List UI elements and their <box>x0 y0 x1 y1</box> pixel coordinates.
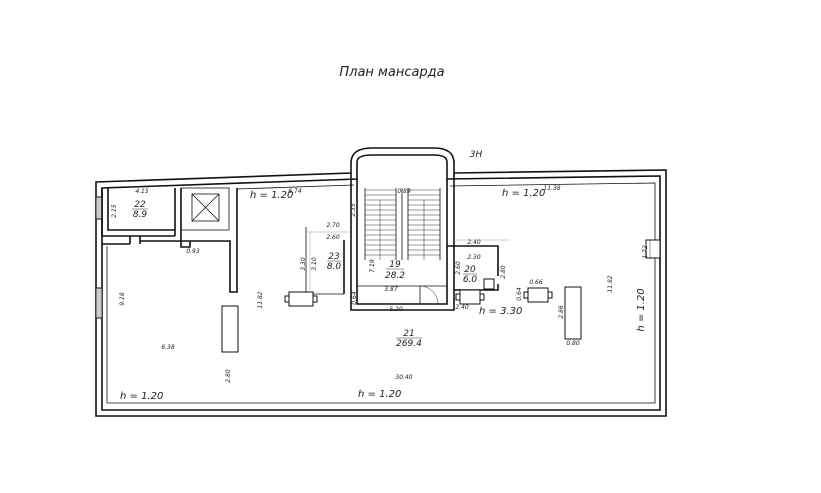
height-label-right: h = 1.20 <box>636 288 647 331</box>
room-19-area: 28.2 <box>385 271 405 281</box>
dim-089: 0.89 <box>397 188 411 195</box>
dim-387: 3.87 <box>384 286 398 293</box>
dim-260-a: 2.60 <box>326 234 340 241</box>
window-left-top <box>95 196 103 220</box>
dim-330: 3.30 <box>300 257 307 271</box>
dim-1182-left: 11.82 <box>257 291 264 308</box>
dim-260-b: 2.60 <box>455 261 462 275</box>
dimension-labels-vertical: 2.15 9.18 2.80 11.82 2.35 3.30 3.10 0.64… <box>111 203 649 383</box>
dim-235: 2.35 <box>350 203 357 217</box>
plan-title: План мансарда <box>339 65 444 80</box>
room-23-area: 8.0 <box>327 262 342 272</box>
height-label-top-right: h = 1.20 <box>502 188 545 199</box>
outer-walls <box>95 147 667 417</box>
height-label-small-room: h = 3.30 <box>479 306 522 317</box>
partition-walls-left <box>102 188 238 293</box>
dim-064: 0.64 <box>351 291 358 305</box>
dim-415: 4.15 <box>135 188 149 195</box>
column-left <box>221 305 239 353</box>
room-22-label: 22 8.9 <box>132 200 148 220</box>
dim-918: 9.18 <box>119 292 126 306</box>
room-19-number: 19 <box>389 260 401 270</box>
room-20-number: 20 <box>464 265 476 275</box>
roof-slope-line <box>106 182 656 404</box>
dim-719: 7.19 <box>369 259 376 273</box>
room-20-walls <box>447 239 510 291</box>
dim-172: 1.72 <box>642 245 649 259</box>
stairwell-walls <box>350 173 455 311</box>
dim-1138: 11.38 <box>543 185 560 192</box>
vent-right <box>523 287 553 303</box>
dim-270: 2.70 <box>326 222 340 229</box>
vent-center <box>455 289 485 305</box>
room-23-number: 23 <box>328 252 340 262</box>
dim-3040: 30.40 <box>395 374 412 381</box>
north-label: 3Н <box>470 150 483 160</box>
room-21-area: 269.4 <box>396 339 422 349</box>
dim-638: 6.38 <box>161 344 175 351</box>
dim-240-bottom: 2.40 <box>455 304 469 311</box>
dim-674: 6.74 <box>288 188 302 195</box>
room-22-number: 22 <box>134 200 146 210</box>
stair-door <box>419 285 439 305</box>
window-right <box>645 239 661 259</box>
dim-093: 0.93 <box>186 248 200 255</box>
dim-064-b: 0.64 <box>516 287 523 301</box>
height-label-bottom-left: h = 1.20 <box>120 391 163 402</box>
room-20-label: 20 6.0 <box>463 265 478 285</box>
height-label-top-left: h = 1.20 <box>250 190 293 201</box>
dim-066: 0.66 <box>529 279 543 286</box>
room-21-label: 21 269.4 <box>396 329 422 349</box>
room-19-label: 19 28.2 <box>385 260 405 281</box>
dim-280-bottom: 2.80 <box>225 369 232 383</box>
dim-215: 2.15 <box>111 204 118 218</box>
dim-286: 2.86 <box>558 305 565 319</box>
dimension-labels: 4.15 6.74 0.93 6.38 2.70 2.60 0.89 3.87 … <box>135 185 580 381</box>
dim-520: 5.20 <box>389 306 403 313</box>
dim-1182-right: 11.82 <box>607 275 614 292</box>
vent-left <box>284 291 318 307</box>
window-left-bottom <box>95 287 103 319</box>
room-22-area: 8.9 <box>133 210 148 220</box>
dim-240-top: 2.40 <box>467 239 481 246</box>
room-20-area: 6.0 <box>463 275 478 285</box>
dim-230: 2.30 <box>467 254 481 261</box>
roof-slope-line-top <box>236 184 355 190</box>
stair-steps <box>364 188 441 260</box>
shaft-box <box>180 187 230 231</box>
height-label-bottom-center: h = 1.20 <box>358 389 401 400</box>
room-21-number: 21 <box>403 329 414 339</box>
dim-310: 3.10 <box>311 257 318 271</box>
column-right <box>564 286 582 340</box>
dim-080: 0.80 <box>566 340 580 347</box>
dim-280-right: 2.80 <box>500 265 507 279</box>
room-23-label: 23 8.0 <box>327 252 342 272</box>
